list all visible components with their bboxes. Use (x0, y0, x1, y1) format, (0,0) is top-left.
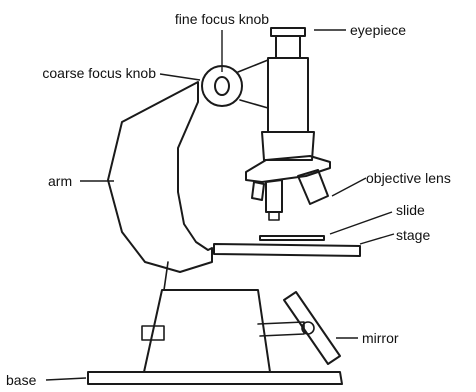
leader-slide (330, 212, 392, 234)
objective-tip-center (269, 212, 279, 220)
fine-focus-knob-shape (215, 77, 229, 95)
label-objective-lens: objective lens (366, 170, 451, 186)
label-mirror: mirror (362, 330, 399, 346)
label-stage: stage (396, 227, 430, 243)
base-shape (88, 372, 342, 384)
stage-shape (214, 244, 360, 256)
leader-coarse-focus (160, 74, 200, 80)
objective-lens-left (252, 182, 264, 200)
pillar-shape (164, 262, 168, 290)
leader-base (46, 378, 86, 380)
leader-stage (360, 234, 394, 244)
objective-lens-right (298, 170, 328, 204)
eyepiece-cap (271, 28, 305, 36)
leader-lines (46, 30, 394, 380)
objective-lens-center (266, 180, 282, 212)
mirror-shape (284, 292, 340, 364)
arm-shape (108, 82, 212, 272)
body-tube (268, 58, 308, 132)
leader-objective (332, 178, 366, 196)
slide-shape (260, 236, 324, 240)
label-coarse-focus-knob: coarse focus knob (42, 65, 156, 81)
label-arm: arm (48, 173, 72, 189)
pedestal (144, 290, 270, 372)
label-fine-focus-knob: fine focus knob (175, 11, 269, 27)
label-eyepiece: eyepiece (350, 22, 406, 38)
eyepiece-shape (276, 36, 300, 58)
label-slide: slide (396, 202, 425, 218)
microscope-drawing (88, 28, 360, 384)
label-base: base (6, 372, 37, 388)
